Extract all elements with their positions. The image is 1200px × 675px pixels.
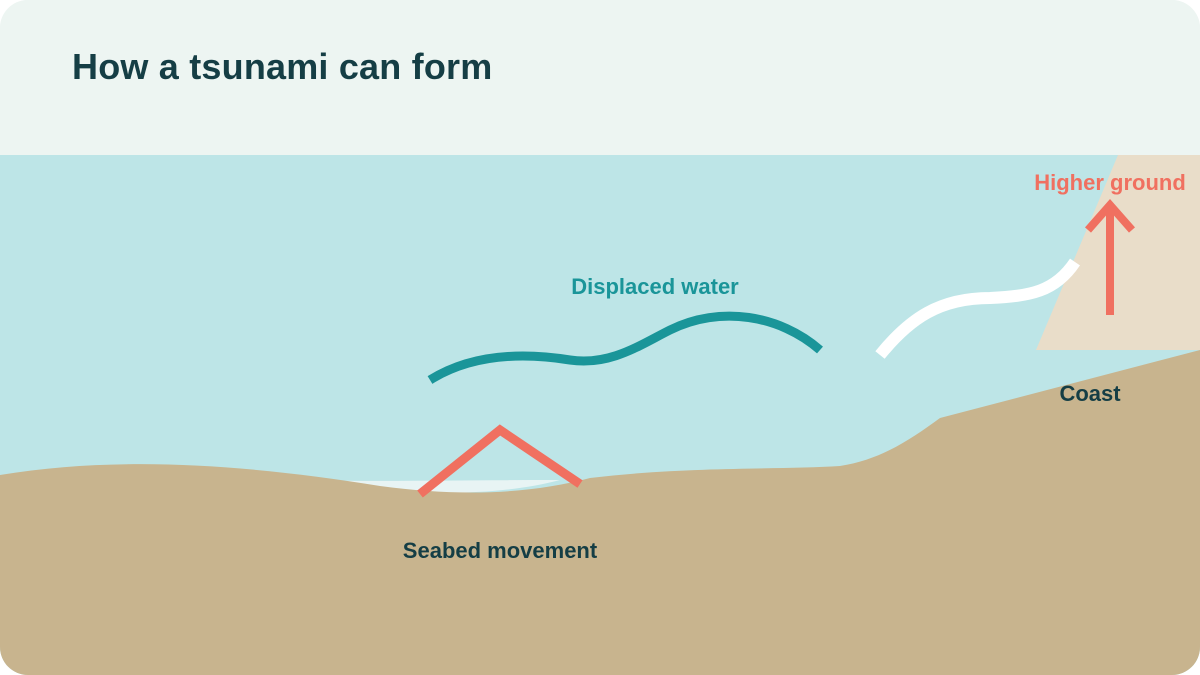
page-title: How a tsunami can form (72, 46, 493, 87)
label-coast: Coast (1059, 381, 1121, 406)
up-chevron-icon (417, 424, 583, 498)
higher-ground-area (1036, 155, 1200, 350)
label-seabed-movement: Seabed movement (403, 538, 598, 563)
surge-wave (875, 258, 1080, 359)
seabed-land (0, 350, 1200, 675)
displaced-water-wave (427, 311, 823, 384)
up-arrow-icon (1084, 198, 1136, 315)
label-higher-ground: Higher ground (1034, 170, 1186, 195)
title-bar: How a tsunami can form (0, 0, 1200, 155)
label-displaced-water: Displaced water (571, 274, 739, 299)
